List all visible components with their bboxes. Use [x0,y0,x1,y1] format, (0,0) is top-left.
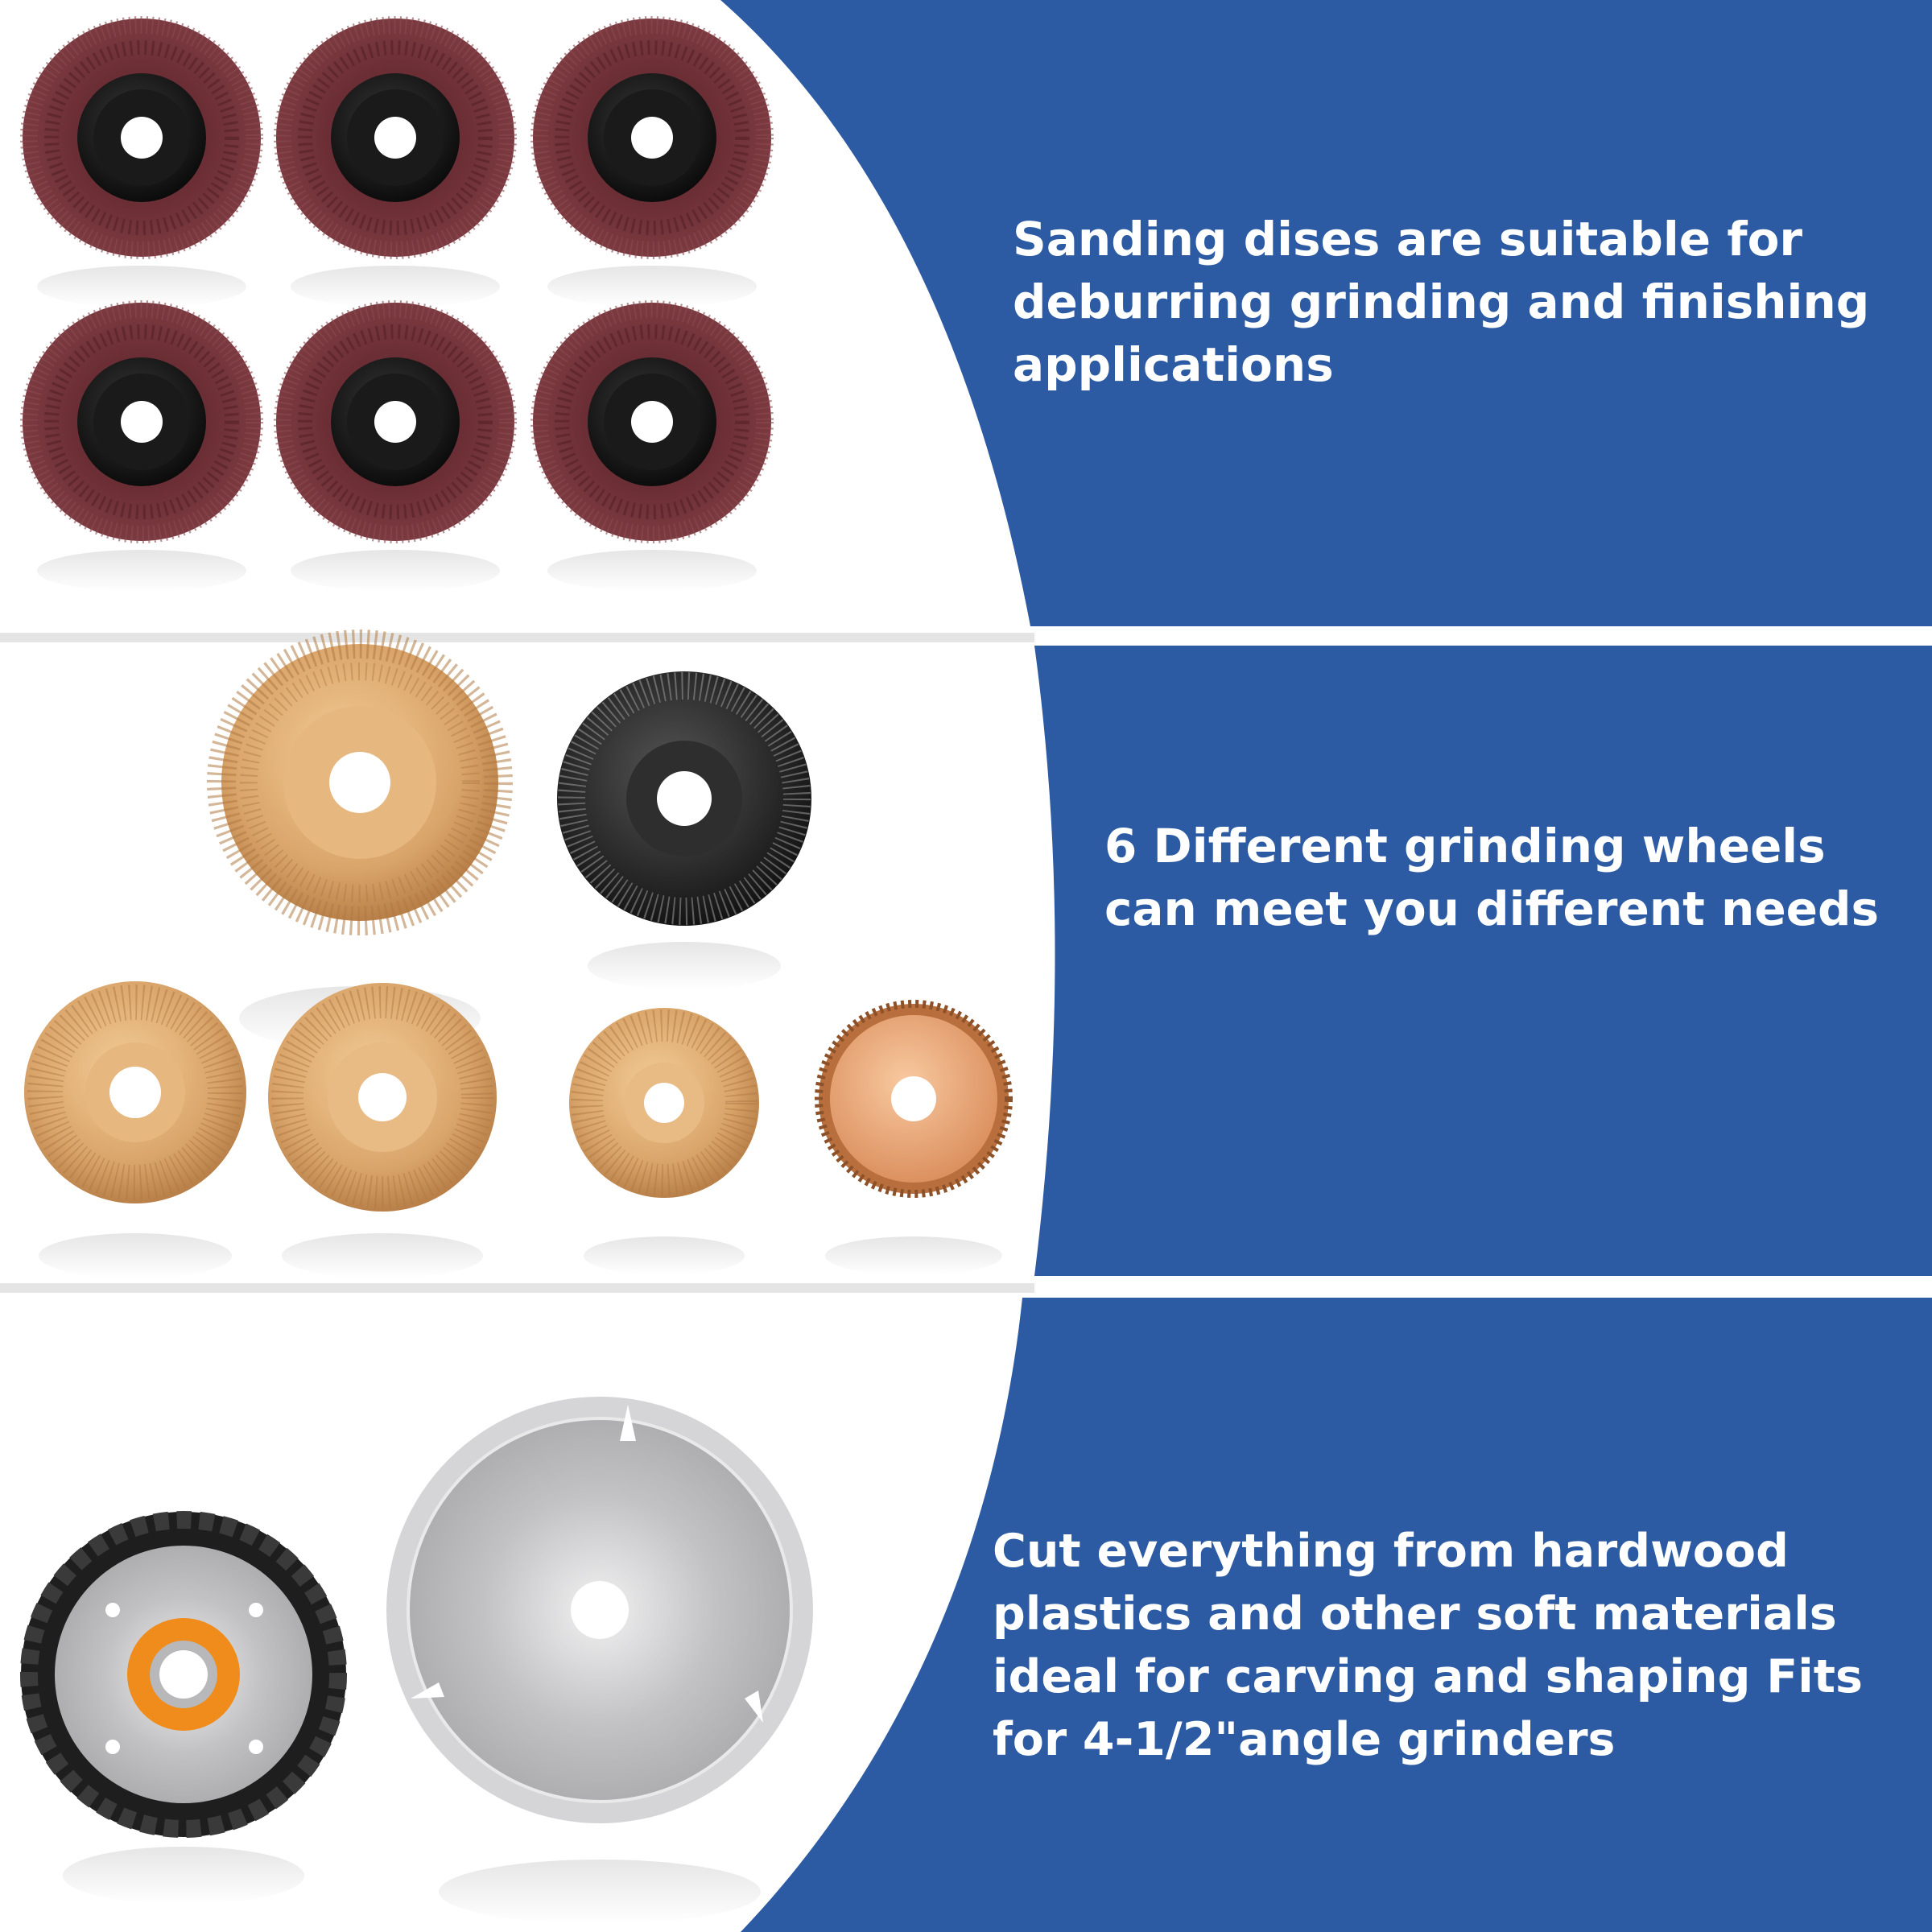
blue-panel-group [720,0,1932,1932]
copper-grinding-wheel [815,1000,1013,1275]
row-divider-1 [0,633,1034,642]
flap-disc-group [20,16,774,592]
gold-carving-wheel-round [268,983,497,1278]
row-divider-2 [0,1283,1034,1293]
flap-disc [20,16,263,308]
cutting-disc-group [20,1397,813,1924]
blue-panel-2 [1034,646,1932,1276]
grinding-wheel-group [24,630,1013,1278]
flap-disc [274,16,517,308]
section-3-caption: Cut everything from hardwood plastics an… [993,1525,1863,1766]
flap-disc [20,300,263,592]
section-2-caption: 6 Different grinding wheels can meet you… [1104,819,1880,936]
chain-carving-disc [20,1511,347,1905]
flap-disc [530,300,774,592]
flap-disc [530,16,774,308]
black-carving-wheel [557,671,811,990]
gold-carving-wheel-flat [24,981,246,1278]
gold-carving-wheel-small [569,1008,759,1275]
blue-panel-3 [741,1298,1932,1932]
circular-saw-blade [386,1397,813,1924]
flap-disc [274,300,517,592]
gold-carving-wheel-large [207,630,513,1051]
blue-panel-1 [720,0,1932,626]
section-1-caption: Sanding dises are suitable for deburring… [1013,212,1870,392]
